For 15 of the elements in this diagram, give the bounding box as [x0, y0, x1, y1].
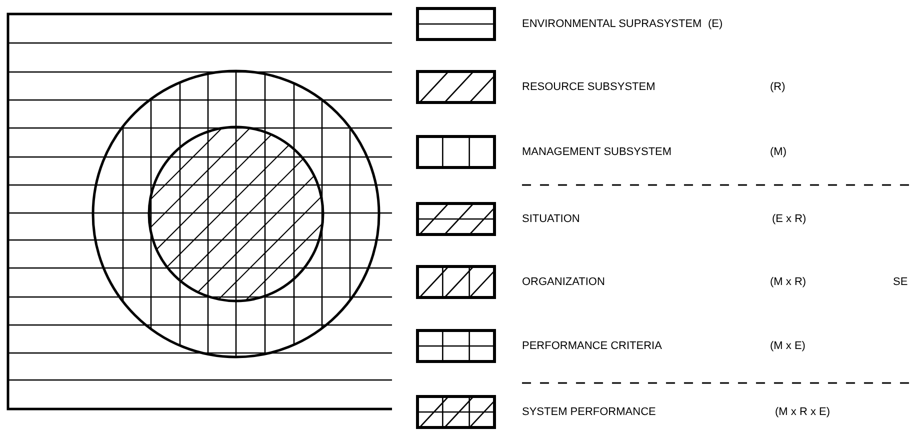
formula-label: (M x R): [770, 277, 806, 288]
legend-label: ORGANIZATION: [522, 277, 605, 288]
legend-label: MANAGEMENT SUBSYSTEM: [522, 147, 672, 158]
legend-label: PERFORMANCE CRITERIA: [522, 341, 662, 352]
legend-label: SITUATION: [522, 214, 580, 225]
formula-label: SE: [893, 277, 908, 288]
legend-label: SYSTEM PERFORMANCE: [522, 407, 656, 418]
formula-label: (M x R x E): [775, 407, 830, 418]
formula-label: (M x E): [770, 341, 806, 352]
formula-label: (E x R): [772, 214, 806, 225]
legend-label: RESOURCE SUBSYSTEM: [522, 82, 656, 93]
formula-label: (R): [770, 82, 786, 93]
legend-label: ENVIRONMENTAL SUPRASYSTEM: [522, 19, 702, 30]
formula-label: (E): [708, 19, 723, 30]
formula-label: (M): [770, 147, 786, 158]
